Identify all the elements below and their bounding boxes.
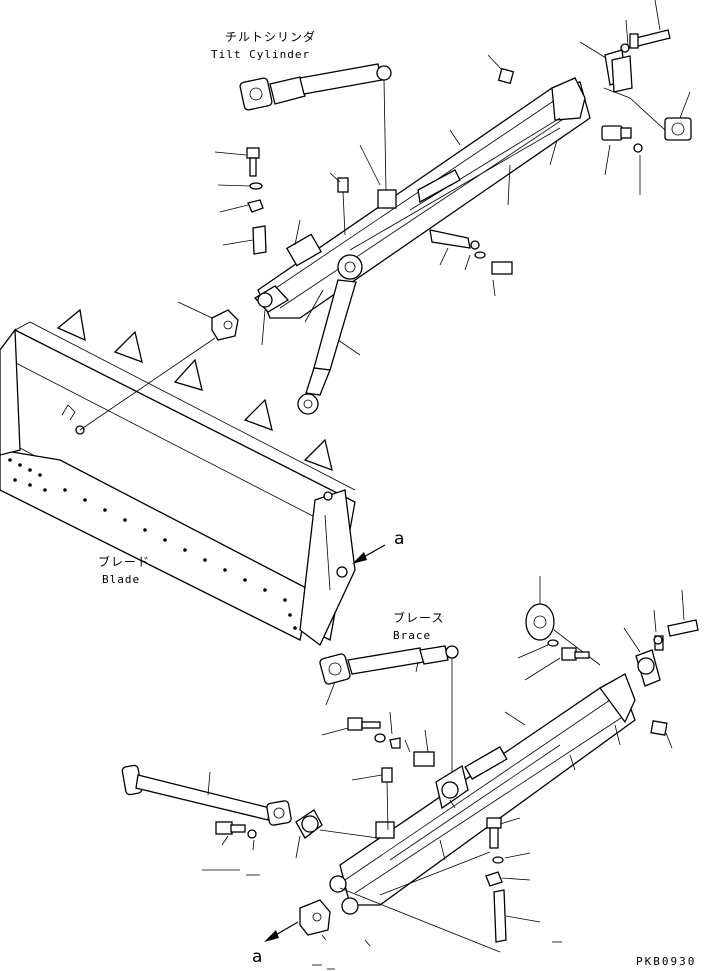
upper-right-hardware — [487, 0, 692, 195]
lower-block-a — [299, 899, 335, 970]
tilt-cylinder-label: チルトシリンダ Tilt Cylinder — [211, 29, 316, 61]
upper-frame-beam — [253, 77, 591, 346]
blade-label-jp: ブレード — [98, 554, 150, 569]
blade-cutting-edge-holes — [8, 458, 297, 630]
reference-a-lower: a — [252, 921, 299, 967]
tilt-cylinder-label-jp: チルトシリンダ — [225, 29, 316, 44]
upper-mid-hardware — [429, 229, 513, 297]
blade — [0, 301, 356, 647]
reference-a-upper-text: a — [394, 529, 404, 549]
reference-a-lower-text: a — [252, 947, 262, 967]
lower-mid-hardware — [321, 711, 562, 943]
tilt-cylinder — [239, 63, 392, 191]
blade-label: ブレード Blade — [98, 554, 150, 586]
lower-left-hardware — [202, 809, 379, 876]
brace-label-en: Brace — [393, 629, 431, 642]
brace-label: ブレース Brace — [393, 610, 444, 642]
lower-frame-beam — [329, 673, 636, 953]
brace-rod-upper — [319, 645, 459, 780]
tilt-cylinder-label-en: Tilt Cylinder — [211, 48, 310, 61]
upper-brace-cylinder — [297, 254, 363, 415]
blade-label-en: Blade — [102, 573, 140, 586]
upper-left-hardware — [214, 147, 349, 255]
brace-bar-lower — [121, 764, 292, 826]
drawing-code: PKB0930 — [636, 955, 696, 968]
brace-label-jp: ブレース — [393, 610, 444, 625]
reference-a-upper: a — [352, 529, 404, 564]
lower-right-hardware — [517, 576, 699, 749]
